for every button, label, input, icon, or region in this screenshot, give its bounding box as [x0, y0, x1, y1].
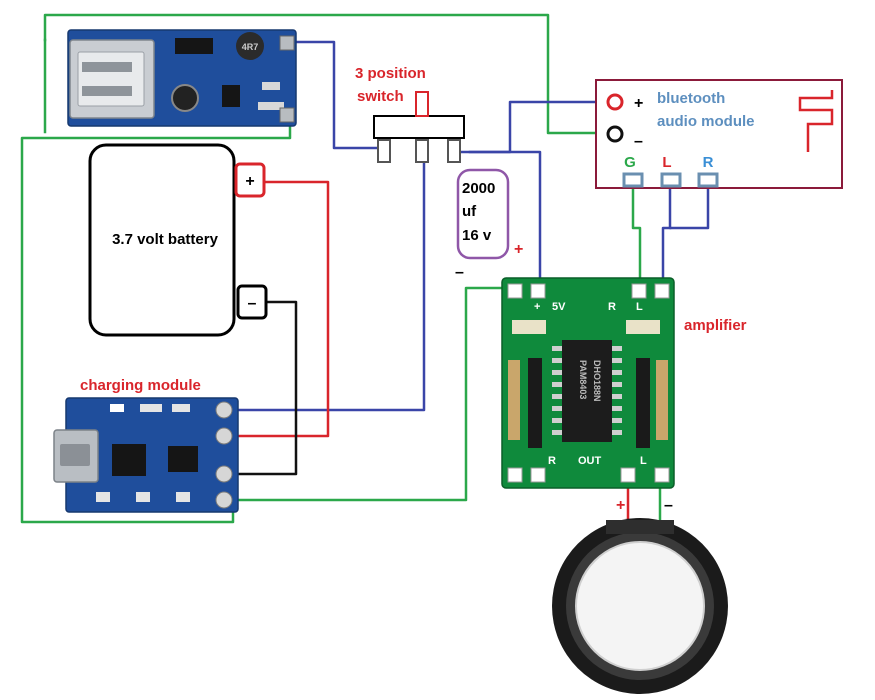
switch-pin-left [377, 139, 391, 163]
switch-label-line1: 3 position [355, 65, 426, 82]
amp-out-label: OUT [578, 455, 602, 467]
amp-chip-label-line2: DHO188N [592, 360, 602, 402]
bt-label-line1: bluetooth [657, 90, 725, 107]
capacitor-small [171, 84, 199, 112]
wire-blue-bt-l-r-to-amp [668, 183, 710, 230]
wire-green-boost-to-charger [20, 118, 292, 524]
bt-pin-l [660, 172, 682, 188]
wire-blue-bt-to-amp-l [661, 226, 672, 294]
amp-chip [562, 340, 612, 442]
bt-plus-sign: + [634, 95, 643, 112]
capacitor-minus-sign: – [455, 264, 464, 281]
wire-black-battery-minus-to-charger [230, 300, 298, 476]
battery-plus-terminal [234, 162, 266, 198]
speaker-minus-sign: – [664, 497, 673, 514]
bt-plus-terminal [606, 93, 624, 111]
wire-green-charger-to-amp-gnd [231, 286, 517, 502]
capacitor-label-line1: 2000 [462, 180, 495, 197]
bt-minus-terminal [606, 125, 624, 143]
bt-pin-g [622, 172, 644, 188]
charging-module [53, 397, 239, 513]
bt-label-line2: audio module [657, 113, 755, 130]
battery: 3.7 volt battery + – [88, 143, 268, 337]
switch-knob [415, 91, 429, 117]
antenna-icon [798, 90, 834, 152]
capacitor-label-line2: uf [462, 203, 477, 220]
bt-minus-sign: – [634, 133, 643, 150]
battery-minus-terminal [236, 284, 268, 320]
wire-green-bt-g-to-amp [631, 183, 642, 294]
speaker-plus-sign: + [616, 497, 625, 514]
switch-pin-right [447, 139, 461, 163]
wire-green-boost-to-bt-minus [43, 13, 610, 135]
amp-l-bottom-label: L [640, 455, 647, 467]
amp-r-top-label: R [608, 301, 616, 313]
bt-pin-r-label: R [703, 154, 714, 171]
boost-module: 4R7 [67, 29, 297, 127]
battery-minus-sign: – [248, 295, 257, 312]
bluetooth-module: + – bluetooth audio module G L R [595, 79, 843, 189]
battery-plus-sign: + [245, 173, 254, 190]
speaker [552, 518, 728, 694]
bt-pin-l-label: L [662, 154, 671, 171]
capacitor-label-line3: 16 v [462, 227, 492, 244]
amplifier-module: 5V + R L PAM8403 DHO188N R OUT L [501, 277, 675, 489]
amp-plus-label: + [534, 301, 540, 313]
wire-blue-boost-to-switch [286, 40, 386, 150]
amp-chip-label-line1: PAM8403 [578, 360, 588, 399]
battery-label: 3.7 volt battery [112, 231, 219, 248]
bt-pin-g-label: G [624, 154, 636, 171]
amp-l-top-label: L [636, 301, 643, 313]
wire-blue-switch-to-bt-plus [454, 100, 612, 154]
switch-pin-middle [415, 139, 429, 163]
wire-red-battery-plus-to-charger [230, 180, 330, 438]
wire-blue-switch-to-amp-5v [468, 150, 542, 297]
three-position-switch [373, 91, 465, 163]
inductor [236, 32, 264, 60]
switch-label-line2: switch [357, 88, 404, 105]
capacitor: 2000 uf 16 v + – [455, 168, 523, 281]
inductor-label: 4R7 [242, 42, 259, 52]
amp-5v-label: 5V [552, 301, 566, 313]
bt-pin-r [697, 172, 719, 188]
charging-module-label: charging module [80, 377, 201, 394]
amplifier-label: amplifier [684, 317, 747, 334]
amp-r-bottom-label: R [548, 455, 556, 467]
capacitor-plus-sign: + [514, 241, 523, 258]
